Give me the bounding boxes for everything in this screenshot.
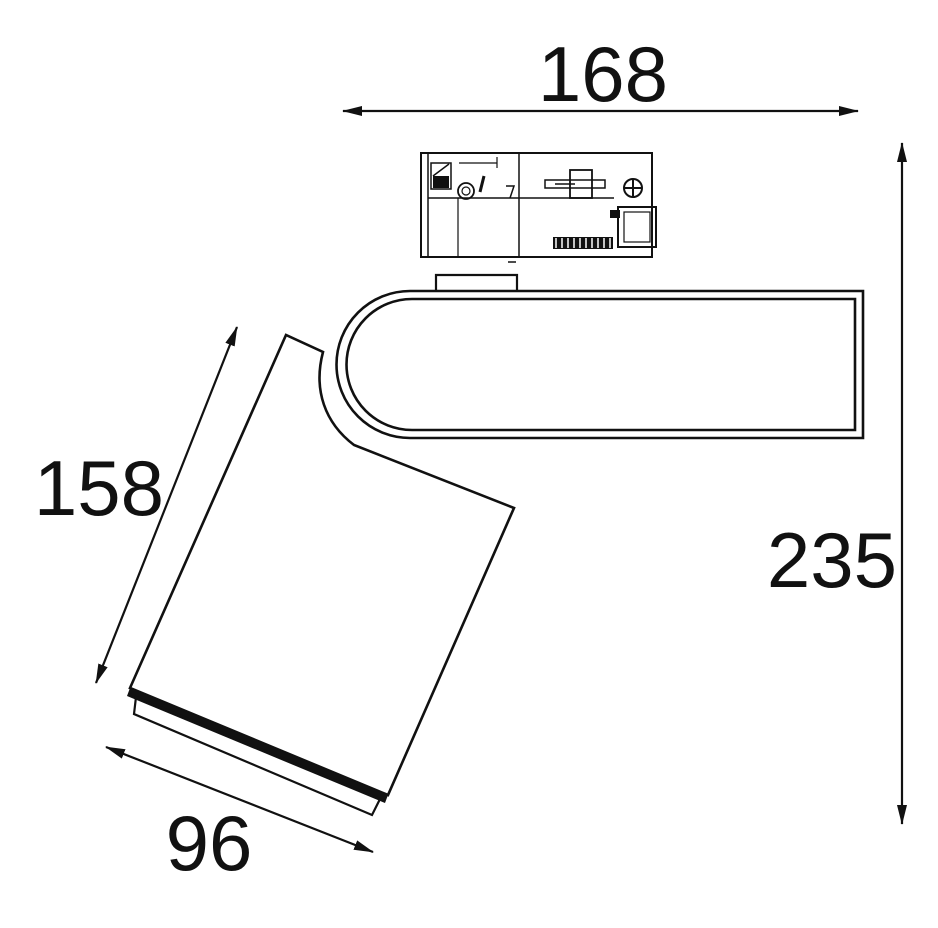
dim-168-label: 168 — [538, 30, 668, 118]
dimension-lines — [94, 106, 907, 854]
dim-158-label: 158 — [34, 444, 164, 532]
track-adapter — [420, 152, 657, 263]
adapter-connector — [434, 273, 519, 292]
dim-96-line — [105, 745, 374, 854]
horizontal-arm — [335, 289, 865, 440]
spotlight-head — [127, 333, 516, 817]
dim-158-line — [94, 326, 239, 684]
dim-96-label: 96 — [166, 799, 253, 887]
dim-235-label: 235 — [767, 516, 897, 604]
